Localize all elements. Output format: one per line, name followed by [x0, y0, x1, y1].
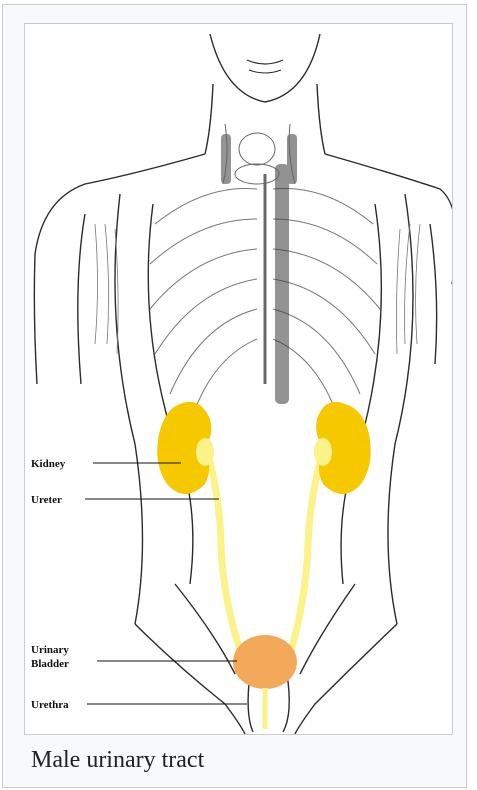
kidneys: [157, 402, 371, 494]
figure-caption: Male urinary tract: [31, 747, 204, 774]
label-ureter: Ureter: [31, 494, 62, 506]
figure-frame: Kidney Ureter Urinary Bladder Urethra Ma…: [2, 4, 467, 788]
renal-pelvis: [196, 438, 332, 466]
label-urinary: Urinary: [31, 644, 69, 656]
ribcage: [150, 174, 380, 424]
label-kidney: Kidney: [31, 458, 66, 470]
urinary-tract-illustration: Kidney Ureter Urinary Bladder Urethra: [25, 24, 452, 734]
figure-image: Kidney Ureter Urinary Bladder Urethra: [24, 23, 453, 735]
urinary-bladder: [233, 635, 297, 689]
arm-musculature: [95, 224, 420, 354]
spine-shading: [221, 134, 297, 404]
ureters: [205, 444, 325, 664]
label-urethra: Urethra: [31, 699, 69, 711]
label-bladder: Bladder: [31, 658, 69, 670]
